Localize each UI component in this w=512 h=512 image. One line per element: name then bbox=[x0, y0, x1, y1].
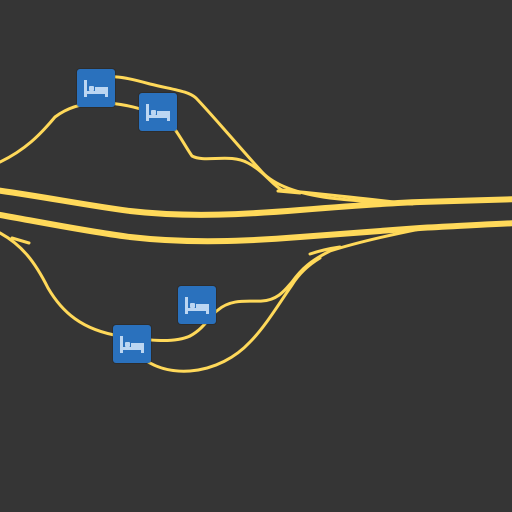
lodging-marker[interactable] bbox=[113, 325, 151, 363]
ramp-upper-left bbox=[0, 101, 152, 164]
ramp-lower-outer bbox=[143, 256, 322, 373]
bed-icon bbox=[84, 80, 108, 97]
bed-icon bbox=[146, 104, 170, 121]
ramp-lower-stub-left bbox=[10, 236, 31, 245]
bed-icon bbox=[120, 336, 144, 353]
ramp-upper-stub bbox=[276, 189, 302, 195]
lodging-marker[interactable] bbox=[178, 286, 216, 324]
ramp-lower-inner bbox=[188, 227, 422, 338]
motorway-upper bbox=[0, 187, 512, 218]
ramp-upper-inner bbox=[166, 118, 414, 206]
motorway-lower bbox=[0, 211, 512, 245]
bed-icon bbox=[185, 297, 209, 314]
lodging-marker[interactable] bbox=[77, 69, 115, 107]
lodging-marker[interactable] bbox=[139, 93, 177, 131]
ramp-lower-stub-right bbox=[308, 245, 342, 256]
ramp-upper-outer bbox=[93, 75, 414, 206]
ramp-lower-left bbox=[0, 231, 192, 343]
